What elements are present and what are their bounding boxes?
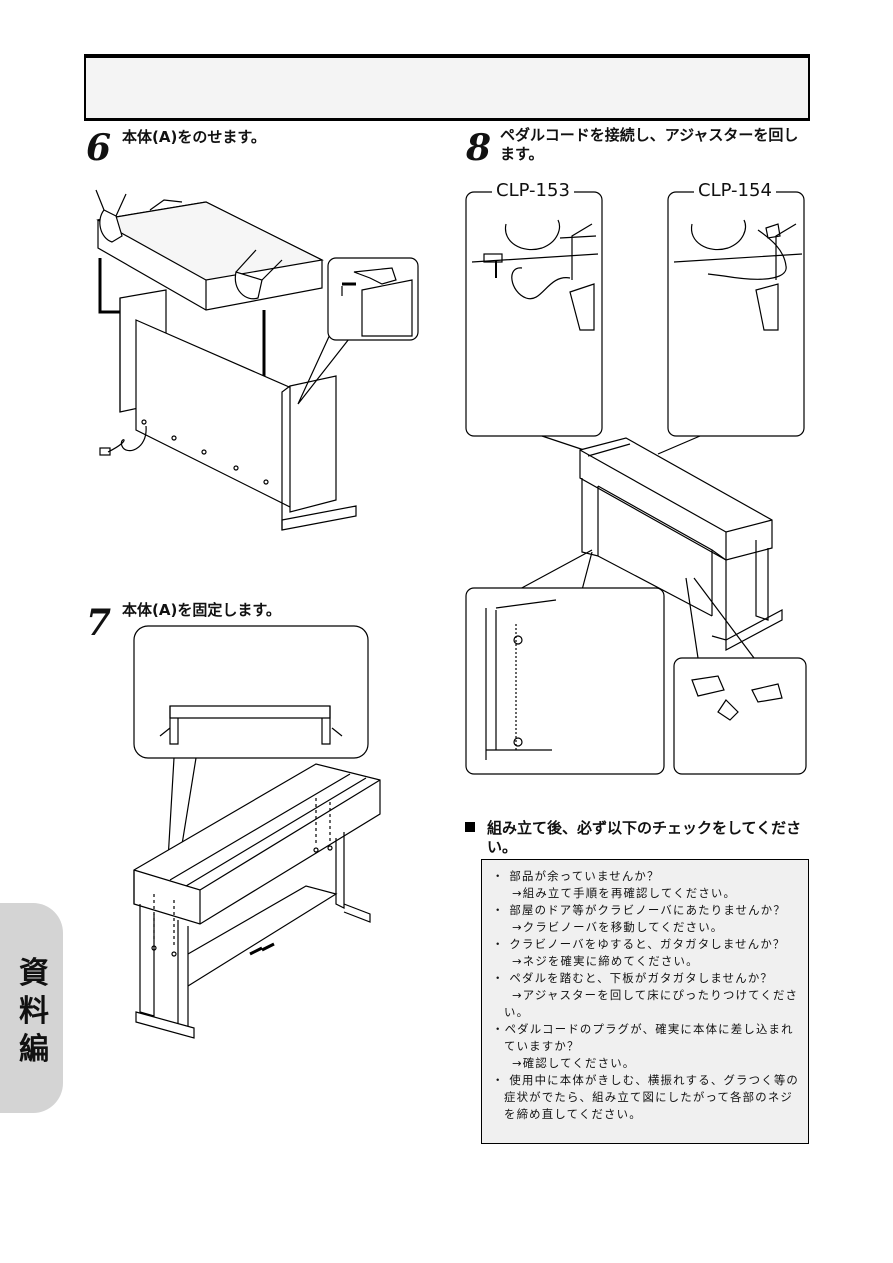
side-tab-char-1: 資 xyxy=(19,956,49,991)
checklist-box: ・ 部品が余っていませんか？ →組み立て手順を再確認してください。 ・ 部屋のド… xyxy=(481,859,809,1144)
side-tab-char-3: 編 xyxy=(19,1032,49,1067)
header-bar xyxy=(84,54,810,121)
checklist-item-6-question: ・ 使用中に本体がきしむ、横振れする、グラつく等の xyxy=(492,1073,799,1087)
step-8-text-line2: ます。 xyxy=(500,145,544,163)
checklist-item-4-answer: →アジャスターを回して床にぴったりつけてくださ xyxy=(512,988,799,1002)
model-label-clp154: CLP-154 xyxy=(694,180,776,201)
checklist-item-2-answer: →クラビノーバを移動してください。 xyxy=(512,920,724,934)
step-6-text: 本体(A)をのせます。 xyxy=(122,128,266,146)
checklist-item-6-question-cont2: を締め直してください。 xyxy=(504,1107,642,1121)
side-tab xyxy=(0,903,63,1113)
checklist-bullet-square xyxy=(465,822,475,832)
side-tab-label: 資 料 編 xyxy=(14,955,54,1069)
checklist-item-3-question: ・ クラビノーバをゆすると、ガタガタしませんか？ xyxy=(492,937,786,951)
checklist-item-6-question-cont: 症状がでたら、組み立て図にしたがって各部のネジ xyxy=(504,1090,794,1104)
step-6-number: 6 xyxy=(86,127,112,169)
step-7-text: 本体(A)を固定します。 xyxy=(122,601,281,619)
checklist-item-5-answer: →確認してください。 xyxy=(512,1056,636,1070)
step-7-number: 7 xyxy=(86,602,112,644)
checklist-item-1-question: ・ 部品が余っていませんか？ xyxy=(492,869,660,883)
step-8-text-line1: ペダルコードを接続し、アジャスターを回し xyxy=(500,126,799,144)
step-8-illustration xyxy=(465,191,807,775)
checklist-item-4-question: ・ ペダルを踏むと、下板がガタガタしませんか？ xyxy=(492,971,774,985)
checklist-title-line1: 組み立て後、必ず以下のチェックをしてくださ xyxy=(487,819,802,837)
model-label-clp153: CLP-153 xyxy=(492,180,574,201)
checklist-item-2-question: ・ 部屋のドア等がクラビノーバにあたりませんか？ xyxy=(492,903,786,917)
side-tab-char-2: 料 xyxy=(19,994,49,1029)
step-6-illustration xyxy=(95,189,419,531)
checklist-item-3-answer: →ネジを確実に締めてください。 xyxy=(512,954,699,968)
checklist-title-line2: い。 xyxy=(487,838,518,856)
checklist-item-5-question: ・ペダルコードのプラグが、確実に本体に差し込まれ xyxy=(492,1022,794,1036)
checklist-item-4-answer-cont: い。 xyxy=(504,1005,530,1019)
step-8-number: 8 xyxy=(466,127,492,169)
checklist-item-5-question-cont: ていますか？ xyxy=(504,1039,580,1053)
step-7-illustration xyxy=(133,625,381,1039)
checklist-item-1-answer: →組み立て手順を再確認してください。 xyxy=(512,886,737,900)
